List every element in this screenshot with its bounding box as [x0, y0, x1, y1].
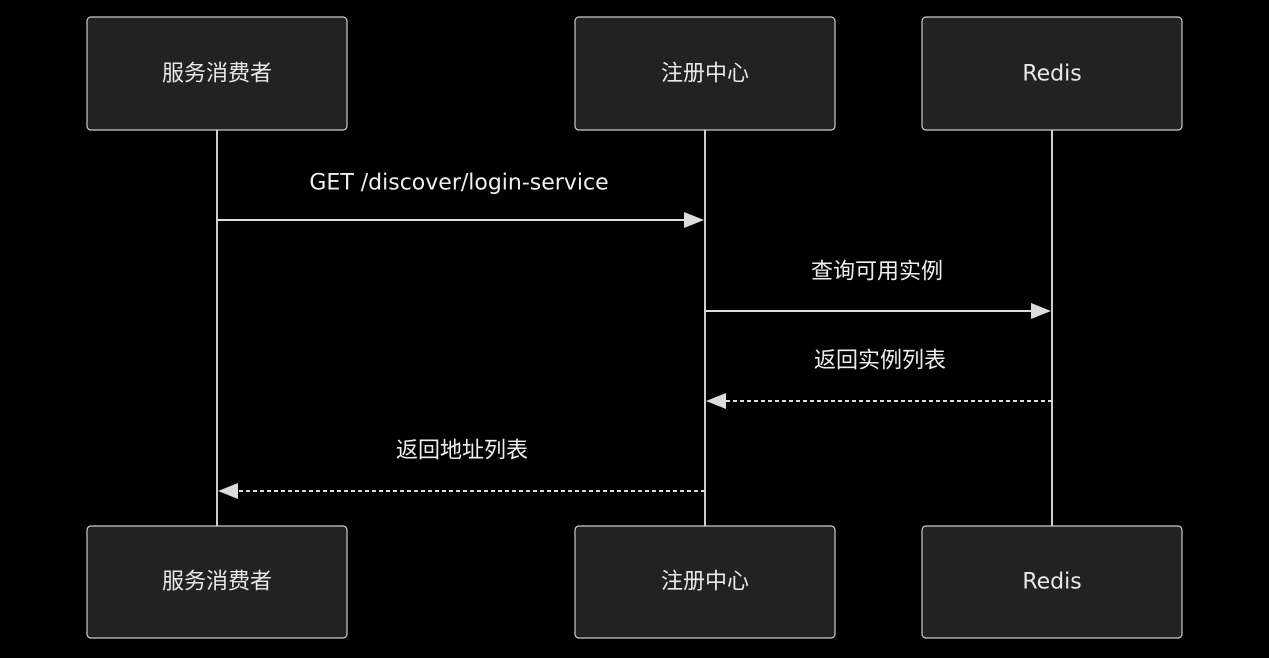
arrow-left-icon	[218, 483, 238, 499]
message-4: 返回地址列表	[218, 439, 705, 499]
message-2: 查询可用实例	[705, 260, 1051, 319]
message-1: GET /discover/login-service	[217, 171, 704, 228]
actor-label: 服务消费者	[162, 62, 272, 87]
message-label: 返回地址列表	[396, 439, 528, 464]
actor-label: 注册中心	[661, 62, 749, 87]
actor-label: 服务消费者	[162, 570, 272, 595]
actor-label: Redis	[1022, 570, 1081, 595]
message-label: GET /discover/login-service	[309, 171, 608, 196]
actor-top-consumer: 服务消费者	[86, 16, 348, 131]
arrow-right-icon	[1031, 303, 1051, 319]
actor-top-redis: Redis	[921, 16, 1183, 131]
actor-bottom-consumer: 服务消费者	[86, 525, 348, 639]
actor-bottom-registry: 注册中心	[574, 525, 836, 639]
message-3: 返回实例列表	[706, 349, 1052, 409]
actor-label: 注册中心	[661, 570, 749, 595]
message-label: 查询可用实例	[811, 260, 943, 285]
actor-top-registry: 注册中心	[574, 16, 836, 131]
arrow-left-icon	[706, 393, 726, 409]
message-label: 返回实例列表	[814, 349, 946, 374]
actor-bottom-redis: Redis	[921, 525, 1183, 639]
arrow-right-icon	[684, 212, 704, 228]
actor-label: Redis	[1022, 62, 1081, 87]
